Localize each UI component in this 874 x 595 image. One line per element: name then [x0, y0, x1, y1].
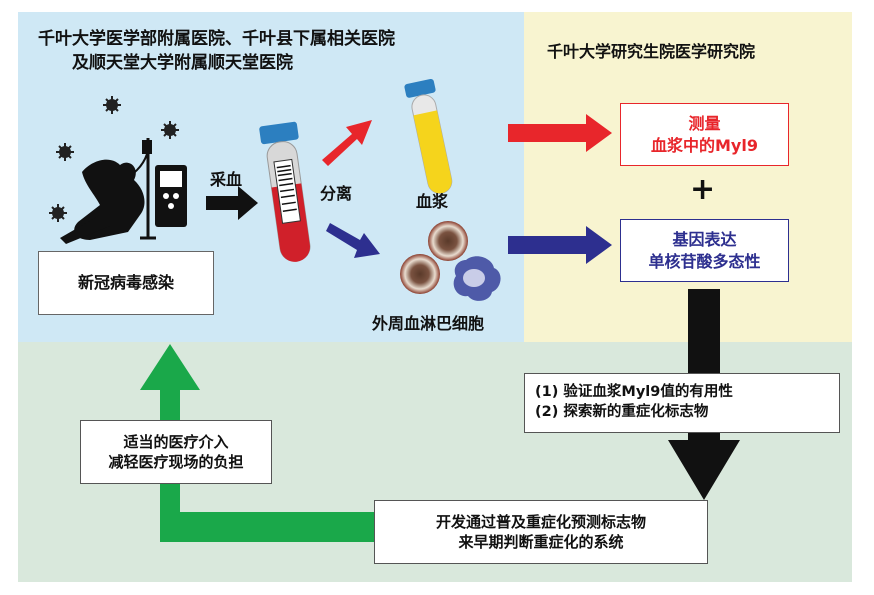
gene-blue-arrow: [508, 226, 612, 264]
blood-draw-arrow: [206, 186, 258, 220]
verify-line2: (2) 探索新的重症化标志物: [535, 404, 709, 420]
gene-box: 基因表达 单核苷酸多态性: [620, 219, 789, 282]
left-header-line1: 千叶大学医学部附属医院、千叶县下属相关医院: [38, 29, 395, 49]
pbmc-label: 外周血淋巴细胞: [372, 314, 485, 333]
separation-blue-arrow: [326, 223, 380, 258]
separation-label: 分离: [320, 184, 353, 203]
verify-line1: (1) 验证血浆Myl9值的有用性: [535, 384, 733, 401]
reduce-box: 适当的医疗介入 减轻医疗现场的负担: [80, 420, 272, 484]
blood-draw-label: 采血: [210, 170, 243, 189]
measure-line2: 血浆中的Myl9: [651, 135, 758, 155]
infection-label: 新冠病毒感染: [77, 273, 174, 293]
lymphocyte-icon: [400, 221, 501, 301]
gene-line2: 单核苷酸多态性: [648, 251, 761, 271]
virus-icon: [49, 96, 179, 222]
blood-tube-icon: [259, 121, 311, 262]
gene-line1: 基因表达: [672, 229, 737, 249]
left-header-line2: 及顺天堂大学附属顺天堂医院: [72, 53, 293, 73]
measure-box: 测量 血浆中的Myl9: [620, 103, 789, 166]
develop-box: 开发通过普及重症化预测标志物 来早期判断重症化的系统: [374, 500, 708, 564]
university-panel: [524, 12, 852, 342]
verify-box: (1) 验证血浆Myl9值的有用性 (2) 探索新的重症化标志物: [524, 373, 840, 433]
reduce-line2: 减轻医疗现场的负担: [108, 453, 244, 471]
develop-line1: 开发通过普及重症化预测标志物: [435, 512, 646, 531]
right-header: 千叶大学研究生院医学研究院: [547, 42, 756, 61]
develop-line2: 来早期判断重症化的系统: [458, 533, 624, 551]
measure-line1: 测量: [688, 113, 721, 133]
patient-icon: [60, 138, 187, 244]
separation-red-arrow: [322, 120, 372, 166]
plus-sign: +: [690, 172, 716, 207]
infection-box: 新冠病毒感染: [38, 251, 214, 315]
reduce-line1: 适当的医疗介入: [123, 432, 229, 451]
feedback-green-arrow: [140, 344, 375, 542]
plasma-label: 血浆: [416, 192, 449, 211]
plasma-tube-icon: [404, 78, 453, 194]
measure-red-arrow: [508, 114, 612, 152]
